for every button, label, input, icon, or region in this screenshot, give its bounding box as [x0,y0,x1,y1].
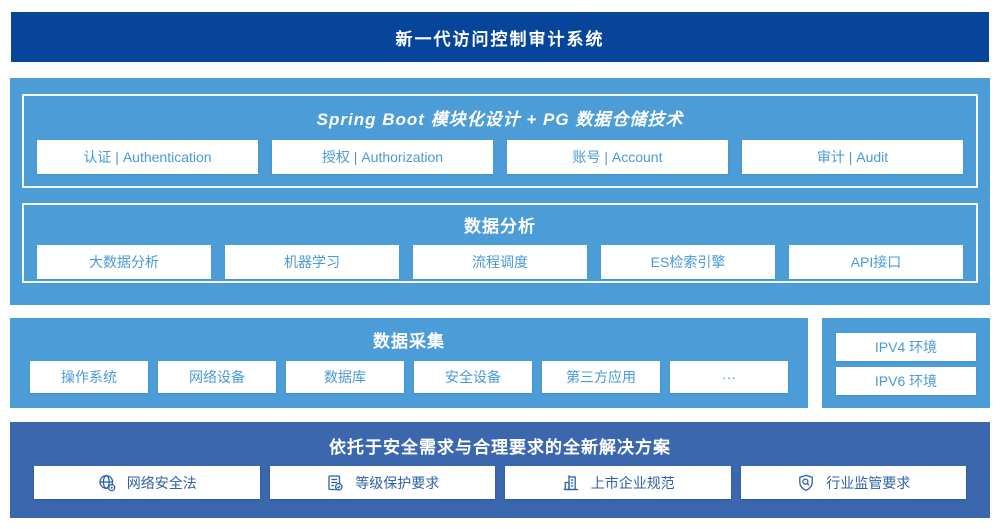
solution-box-cybersecurity-law: 网络安全法 [34,466,260,499]
collection-box-network: 网络设备 [158,361,276,393]
collection-box-os: 操作系统 [30,361,148,393]
collection-title: 数据采集 [373,332,445,351]
module-box-account: 账号 | Account [507,140,728,174]
globe-icon [97,473,117,493]
solution-box-listed-company: 上市企业规范 [505,466,731,499]
analysis-box-es: ES检索引擎 [601,245,775,279]
system-title-banner: 新一代访问控制审计系统 [11,12,989,62]
solution-label: 等级保护要求 [355,474,440,491]
solution-box-industry-regulation: 行业监管要求 [740,466,966,499]
solution-label: 行业监管要求 [826,474,911,491]
environment-panel: IPV4 环境 IPV6 环境 [822,318,990,408]
module-box-audit: 审计 | Audit [742,140,963,174]
modules-frame: Spring Boot 模块化设计 + PG 数据仓储技术 认证 | Authe… [22,94,978,188]
analysis-box-ml: 机器学习 [225,245,399,279]
shield-magnifier-icon [796,473,816,493]
module-box-authentication: 认证 | Authentication [37,140,258,174]
collection-row: 操作系统 网络设备 数据库 安全设备 第三方应用 ··· [10,361,808,393]
building-icon [561,473,581,493]
collection-box-security: 安全设备 [414,361,532,393]
module-box-authorization: 授权 | Authorization [272,140,493,174]
system-title: 新一代访问控制审计系统 [395,29,605,49]
env-box-ipv4: IPV4 环境 [836,333,976,361]
solution-box-classified-protection: 等级保护要求 [269,466,495,499]
solution-title: 依托于安全需求与合理要求的全新解决方案 [329,438,671,457]
analysis-box-api: API接口 [789,245,963,279]
collection-box-more: ··· [670,361,788,393]
modules-title: Spring Boot 模块化设计 + PG 数据仓储技术 [316,110,684,129]
analysis-frame: 数据分析 大数据分析 机器学习 流程调度 ES检索引擎 API接口 [22,203,978,283]
collection-box-database: 数据库 [286,361,404,393]
analysis-box-workflow: 流程调度 [413,245,587,279]
solution-label: 网络安全法 [126,474,197,491]
modules-row: 认证 | Authentication 授权 | Authorization 账… [24,140,976,174]
solution-label: 上市企业规范 [590,474,675,491]
checklist-icon [325,473,345,493]
platform-section: Spring Boot 模块化设计 + PG 数据仓储技术 认证 | Authe… [10,78,990,305]
env-box-ipv6: IPV6 环境 [836,367,976,395]
collection-box-thirdparty: 第三方应用 [542,361,660,393]
analysis-row: 大数据分析 机器学习 流程调度 ES检索引擎 API接口 [24,245,976,279]
collection-section: 数据采集 操作系统 网络设备 数据库 安全设备 第三方应用 ··· [10,318,808,408]
solution-section: 依托于安全需求与合理要求的全新解决方案 网络安全法 [10,422,990,518]
analysis-title: 数据分析 [464,217,536,236]
solution-row: 网络安全法 等级保护要求 [10,466,990,499]
analysis-box-bigdata: 大数据分析 [37,245,211,279]
